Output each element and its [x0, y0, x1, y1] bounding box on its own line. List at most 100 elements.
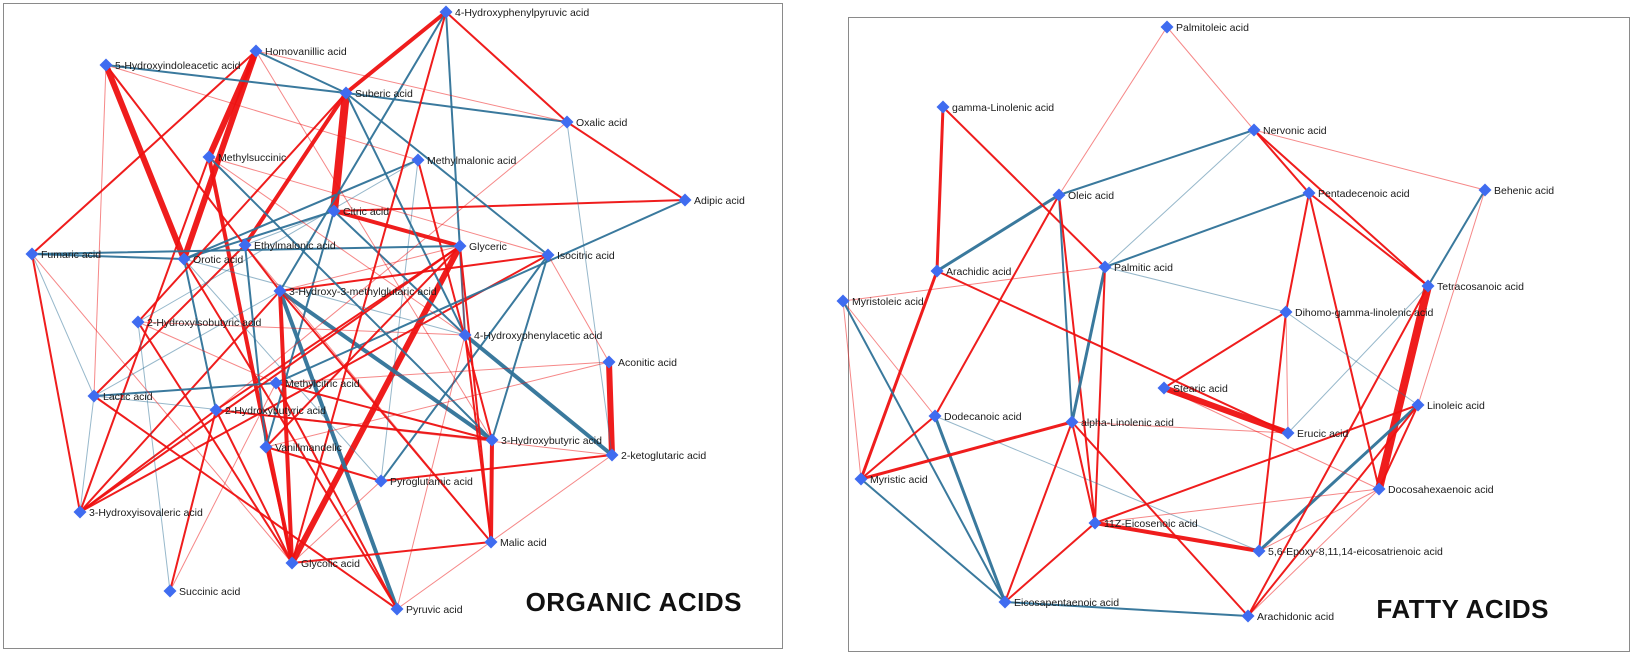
- node-label: Oxalic acid: [576, 117, 628, 129]
- node-marker: [209, 403, 223, 417]
- node-label: 2-ketoglutaric acid: [621, 450, 706, 462]
- edge-gla-pal: [942, 106, 1106, 268]
- node-label: Pyroglutamic acid: [390, 476, 473, 488]
- edge-hpp-sub: [344, 10, 448, 95]
- edge-dgl-lin: [1285, 311, 1419, 406]
- edge-pyr-kg: [396, 454, 613, 610]
- node-label: 3-Hydroxybutyric acid: [501, 435, 602, 447]
- node-marker: [836, 294, 850, 308]
- node-ara: Arachidic acid: [930, 264, 1012, 278]
- edge-myr-epa: [860, 478, 1006, 603]
- node-label: Stearic acid: [1173, 383, 1228, 395]
- node-adi: Adipic acid: [678, 193, 745, 207]
- node-fum: Fumaric acid: [25, 247, 101, 261]
- edge-lin-eic: [1094, 404, 1419, 524]
- edge-hiva-hmg: [79, 290, 281, 513]
- node-label: Arachidic acid: [946, 266, 1012, 278]
- node-marker: [73, 505, 87, 519]
- node-label: alpha-Linolenic acid: [1081, 417, 1174, 429]
- node-myo: Myristoleic acid: [836, 294, 924, 308]
- node-label: 5-Hydroxyindoleacetic acid: [115, 60, 241, 72]
- edge-oxa-adi: [566, 121, 686, 201]
- edge-hiba-sub: [137, 92, 347, 323]
- node-vma: Vanillmandelic: [259, 440, 342, 454]
- node-label: 4-Hydroxyphenylacetic acid: [474, 330, 603, 342]
- node-label: Palmitic acid: [1114, 262, 1173, 274]
- node-mma: Methylmalonic acid: [411, 153, 516, 167]
- edge-hpa-kg: [463, 333, 614, 457]
- edge-hva-sub: [255, 50, 347, 94]
- node-label: Nervonic acid: [1263, 125, 1327, 137]
- panel-title-organic: ORGANIC ACIDS: [525, 587, 742, 617]
- edge-hva-hba3: [255, 50, 493, 441]
- edge-oro-pyr: [183, 258, 398, 610]
- edge-myo-dod: [842, 300, 936, 417]
- edge-ala-eic: [1071, 421, 1096, 524]
- node-marker: [453, 239, 467, 253]
- node-label: 3-Hydroxy-3-methylglutaric acid: [289, 286, 437, 298]
- edge-ara-myr: [859, 269, 939, 481]
- edge-pen-dha: [1308, 192, 1380, 490]
- node-hiva: 3-Hydroxyisovaleric acid: [73, 505, 203, 519]
- node-marker: [1247, 123, 1261, 137]
- edge-myo-epa: [842, 300, 1006, 603]
- edge-cit-adi: [333, 199, 686, 212]
- node-marker: [1157, 381, 1171, 395]
- edge-epa-aa: [1004, 601, 1249, 617]
- node-eru: Erucic acid: [1281, 426, 1349, 440]
- node-mal: Malic acid: [484, 535, 547, 549]
- edge-fum-lac: [31, 253, 95, 397]
- node-label: Myristic acid: [870, 474, 928, 486]
- node-lac: Lactic acid: [87, 389, 153, 403]
- edge-hiaa-sub: [105, 64, 347, 94]
- node-label: Pentadecenoic acid: [1318, 188, 1410, 200]
- node-marker: [1088, 516, 1102, 530]
- edge-beh-tet: [1427, 189, 1486, 287]
- node-marker: [1241, 609, 1255, 623]
- edge-kg-hba2: [215, 409, 613, 456]
- edge-epo-dha: [1258, 488, 1380, 552]
- node-label: Docosahexaenoic acid: [1388, 484, 1494, 496]
- node-marker: [928, 409, 942, 423]
- node-marker: [390, 602, 404, 616]
- node-marker: [1098, 260, 1112, 274]
- edge-hpp-oxa: [445, 11, 568, 123]
- node-label: Dihomo-gamma-linolenic acid: [1295, 307, 1433, 319]
- node-marker: [930, 264, 944, 278]
- edge-eic-dha: [1094, 488, 1380, 524]
- edge-dgl-epo: [1258, 311, 1287, 552]
- edge-hiba-glc: [137, 321, 293, 564]
- node-marker: [936, 100, 950, 114]
- node-marker: [1052, 188, 1066, 202]
- edge-hmg-hba3: [278, 289, 494, 442]
- edge-dod-epo: [934, 415, 1260, 552]
- edge-msuc-iso: [208, 156, 549, 256]
- node-eic: 11Z-Eicosenoic acid: [1088, 516, 1198, 530]
- edge-tet-eru: [1287, 285, 1429, 434]
- edge-ema-mal: [244, 244, 492, 543]
- edge-beh-lin: [1417, 189, 1486, 406]
- edge-adi-mcit: [275, 199, 686, 384]
- edge-pal-ala: [1070, 265, 1107, 424]
- edge-pen-dgl: [1285, 192, 1310, 313]
- node-label: 2-Hydroxyisobutyric acid: [147, 317, 262, 329]
- edge-vma-pyg: [265, 446, 382, 482]
- node-label: Suberic acid: [355, 88, 413, 100]
- node-label: Erucic acid: [1297, 428, 1349, 440]
- edge-pyg-mma: [380, 159, 419, 482]
- edge-hiva-msuc: [79, 156, 210, 513]
- node-label: Pyruvic acid: [406, 604, 463, 616]
- edge-mma-hiba: [137, 159, 419, 323]
- node-label: Lactic acid: [103, 391, 153, 403]
- edge-pol-ole: [1058, 26, 1168, 196]
- edge-pal-eic: [1094, 266, 1106, 524]
- node-marker: [177, 252, 191, 266]
- node-label: Tetracosanoic acid: [1437, 281, 1524, 293]
- node-marker: [1372, 482, 1386, 496]
- node-marker: [87, 389, 101, 403]
- node-hiba: 2-Hydroxyisobutyric acid: [131, 315, 262, 329]
- node-marker: [678, 193, 692, 207]
- node-label: 4-Hydroxyphenylpyruvic acid: [455, 7, 589, 19]
- edge-aa-lin: [1247, 404, 1419, 617]
